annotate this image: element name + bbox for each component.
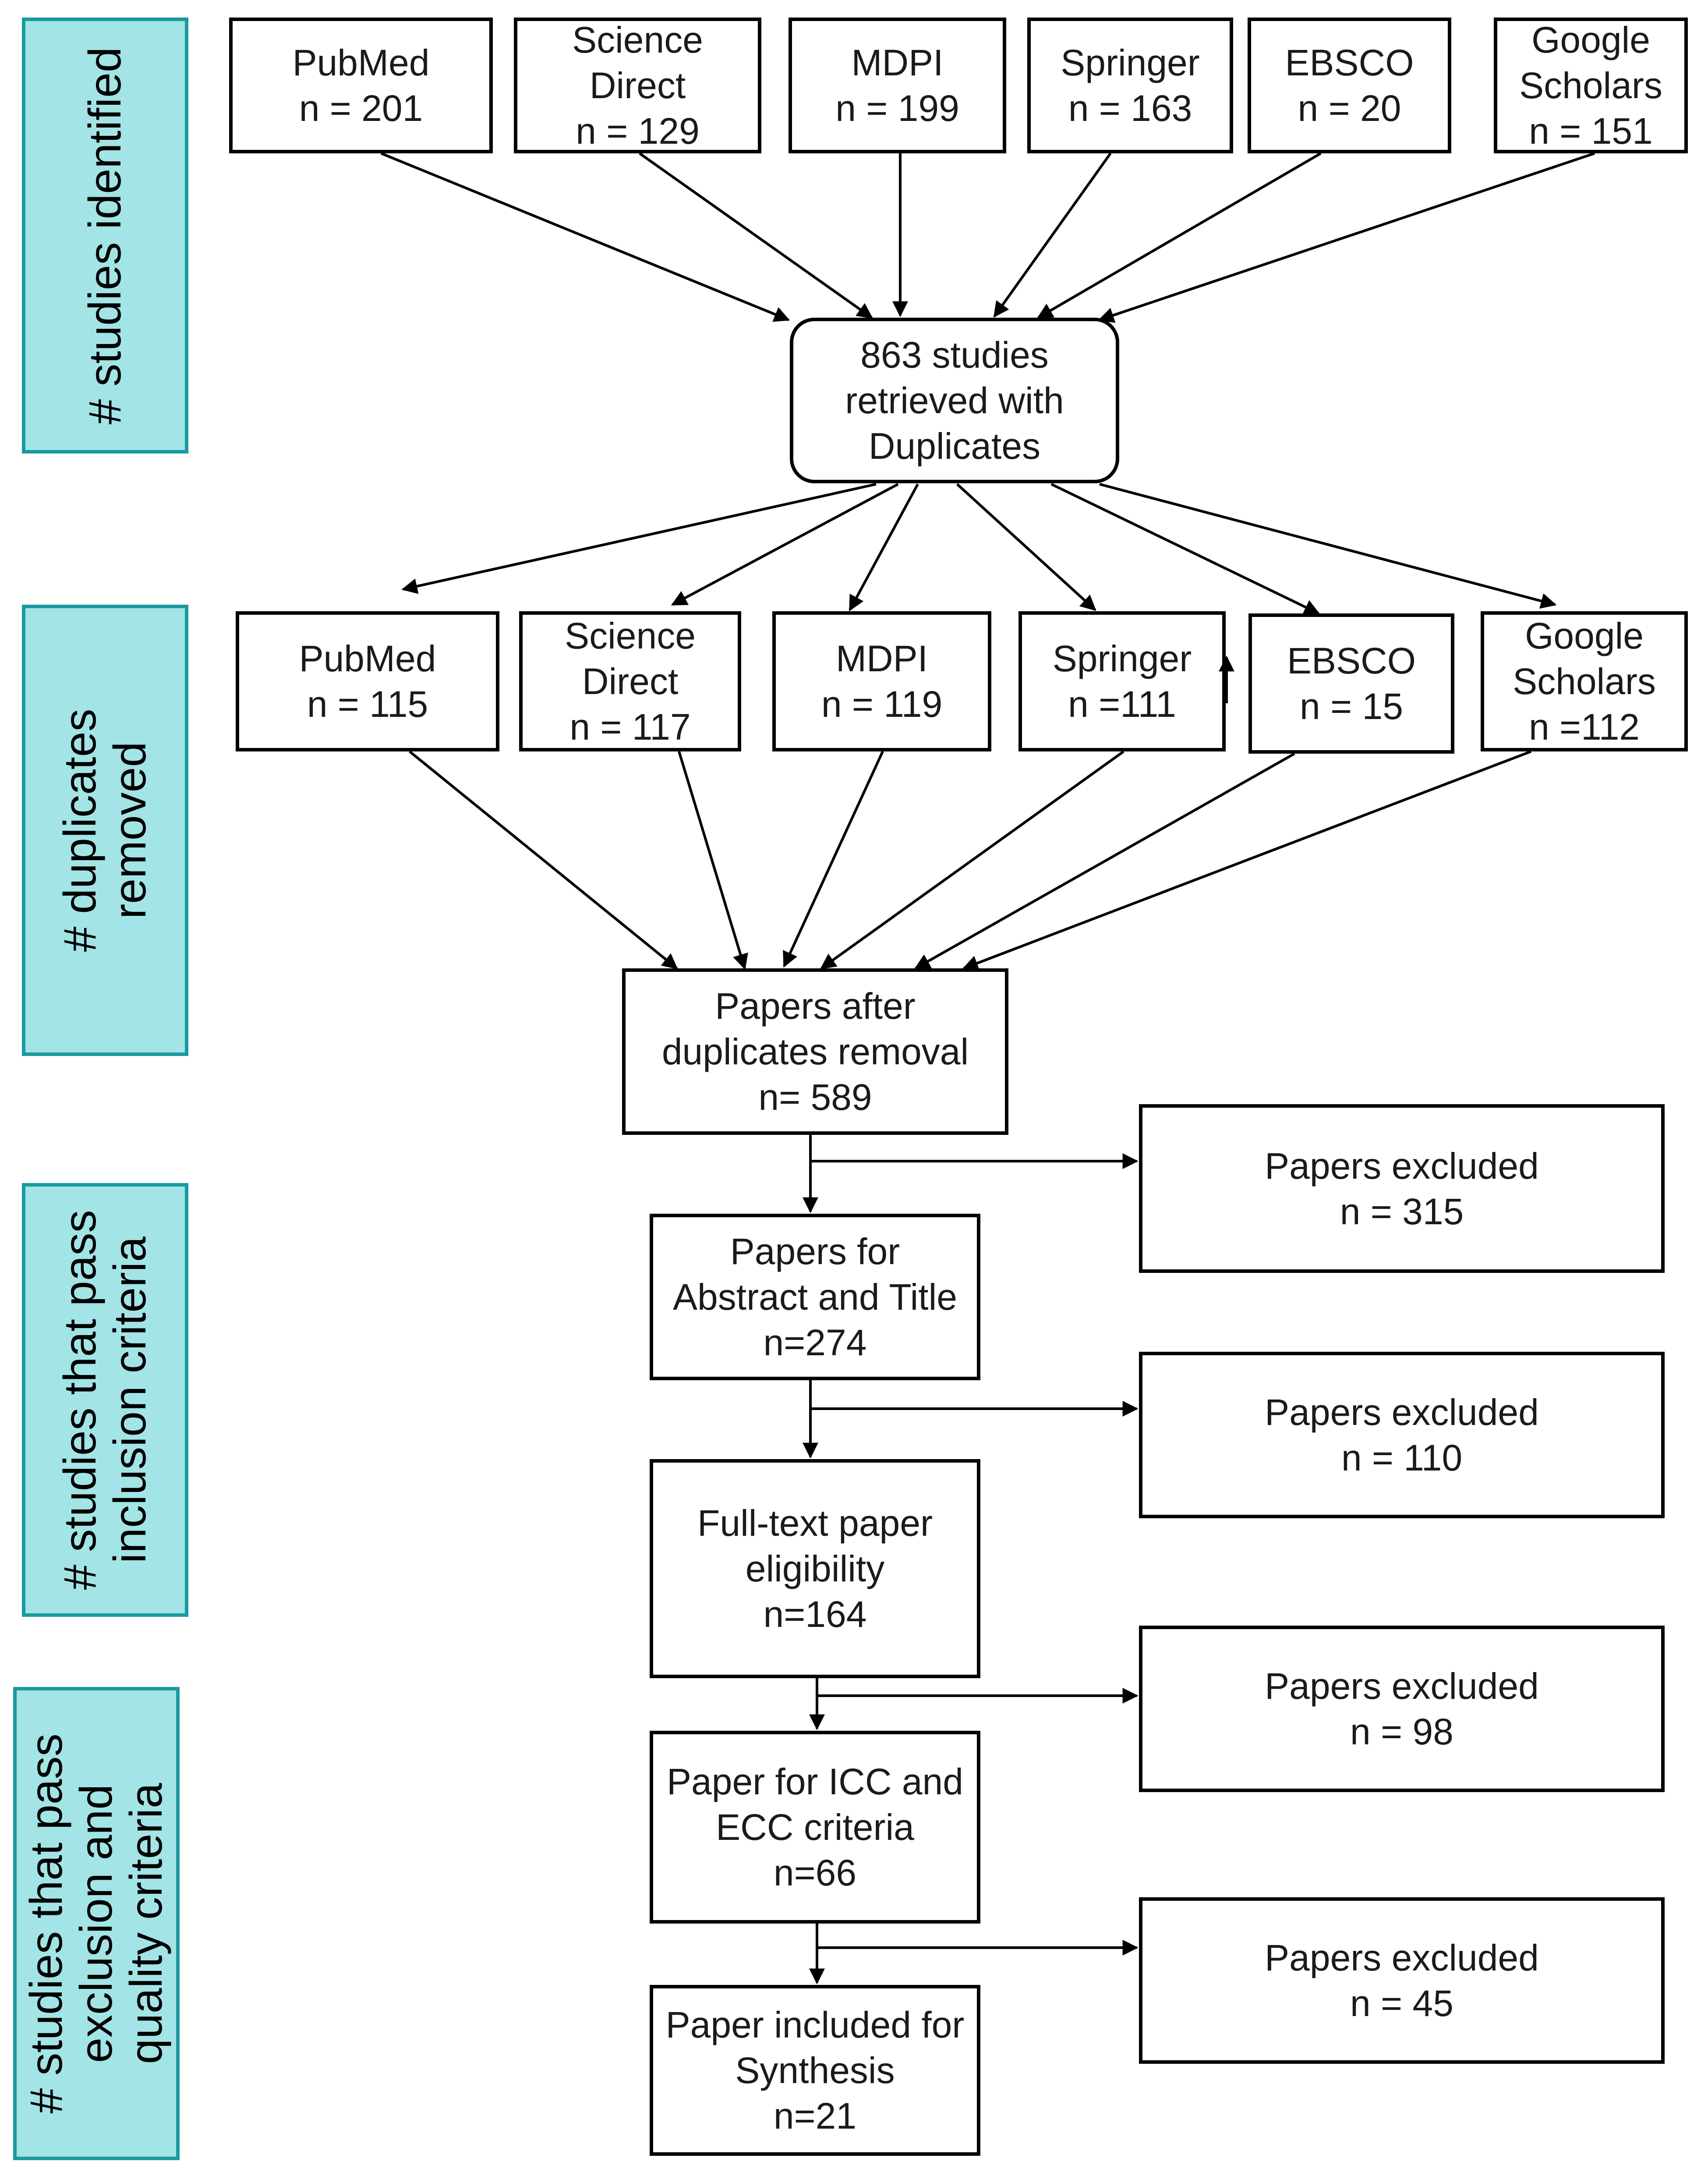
source-name: Direct (582, 661, 679, 702)
excluded-count: n = 98 (1350, 1711, 1453, 1752)
phase-exclusion-quality-criteria: # studies that pass exclusion and qualit… (13, 1687, 180, 2160)
source-name: Scholars (1519, 65, 1662, 106)
source-name: EBSCO (1287, 640, 1416, 681)
box-text-line: n=274 (763, 1322, 867, 1363)
arrow-ebsco-dedup-to-after (914, 752, 1295, 970)
box-text-line: Abstract and Title (673, 1276, 957, 1318)
source-name: PubMed (292, 42, 430, 83)
papers-after-dedup-box: Papers after duplicates removal n= 589 (622, 968, 1008, 1135)
source-box-mdpi-identified: MDPI n = 199 (789, 18, 1006, 153)
papers-excluded-box-1: Papers excluded n = 315 (1139, 1104, 1665, 1273)
papers-excluded-box-4: Papers excluded n = 45 (1139, 1897, 1665, 2064)
abstract-title-screening-box: Papers for Abstract and Title n=274 (650, 1214, 980, 1380)
papers-excluded-box-3: Papers excluded n = 98 (1139, 1626, 1665, 1792)
box-text-line: n= 589 (758, 1077, 872, 1118)
arrow-pubmed-to-retrieved (380, 152, 790, 322)
source-name: Google (1531, 19, 1650, 60)
box-text-line: duplicates removal (661, 1031, 969, 1072)
source-name: PubMed (299, 638, 436, 679)
source-box-ebsco-identified: EBSCO n = 20 (1248, 18, 1451, 153)
source-box-googlescholar-dedup: Google Scholars n =112 (1481, 611, 1688, 751)
arrow-retrieved-to-sciencedirect-dedup (671, 483, 899, 606)
source-count: n = 119 (821, 684, 943, 725)
excluded-count: n = 110 (1341, 1437, 1463, 1478)
source-box-springer-dedup: Springer n =111 (1018, 611, 1226, 751)
arrow-retrieved-to-springer-dedup (956, 483, 1096, 611)
arrow-springer-dedup-to-after (820, 750, 1125, 970)
source-count: n = 163 (1068, 88, 1192, 129)
box-text-line: retrieved with (845, 380, 1064, 421)
arrow-mdpi-dedup-to-after (783, 751, 884, 968)
arrow-pubmed-dedup-to-after (409, 750, 678, 970)
arrow-sciencedirect-dedup-to-after (678, 751, 748, 970)
included-for-synthesis-box: Paper included for Synthesis n=21 (650, 1985, 980, 2156)
arrow-googlescholar-dedup-to-after (962, 750, 1532, 971)
box-text-line: Papers for (730, 1231, 900, 1272)
arrow-retrieved-to-mdpi-dedup (849, 483, 919, 612)
box-text-line: Synthesis (735, 2050, 895, 2091)
source-count: n = 199 (835, 88, 959, 129)
box-text-line: Paper for ICC and (666, 1761, 963, 1802)
phase-inclusion-criteria: # studies that pass inclusion criteria (22, 1183, 188, 1617)
excluded-count: n = 315 (1340, 1191, 1464, 1232)
source-box-ebsco-dedup: EBSCO n = 15 (1248, 613, 1454, 754)
arrow-sciencedirect-to-retrieved (639, 152, 873, 319)
source-count: n = 15 (1300, 686, 1403, 727)
source-count: n = 115 (307, 684, 428, 725)
source-name: EBSCO (1285, 42, 1414, 83)
papers-excluded-box-2: Papers excluded n = 110 (1139, 1352, 1665, 1518)
phase-studies-identified: # studies identified (22, 18, 188, 454)
box-text-line: n=164 (763, 1594, 867, 1635)
source-count: n =112 (1528, 706, 1640, 748)
excluded-label: Papers excluded (1265, 1937, 1539, 1978)
excluded-count: n = 45 (1350, 1983, 1453, 2024)
icc-ecc-criteria-box: Paper for ICC and ECC criteria n=66 (650, 1731, 980, 1924)
source-count: n = 129 (576, 110, 700, 152)
excluded-label: Papers excluded (1265, 1145, 1539, 1187)
source-count: n = 201 (299, 88, 423, 129)
source-box-sciencedirect-identified: Science Direct n = 129 (514, 18, 761, 153)
box-text-line: 863 studies (860, 334, 1049, 376)
source-name: Springer (1061, 42, 1200, 83)
source-name: Scholars (1513, 661, 1656, 702)
source-name: Science (572, 19, 703, 60)
box-text-line: n=21 (773, 2095, 857, 2137)
excluded-label: Papers excluded (1265, 1392, 1539, 1433)
source-box-mdpi-dedup: MDPI n = 119 (772, 611, 991, 751)
box-text-line: Papers after (715, 985, 916, 1027)
arrow-retrieved-to-pubmed-dedup (401, 483, 877, 594)
source-count: n = 20 (1298, 88, 1401, 129)
source-count: n = 151 (1529, 110, 1653, 152)
box-text-line: Duplicates (868, 425, 1041, 467)
arrow-retrieved-to-ebsco-dedup (1050, 483, 1320, 615)
arrow-retrieved-to-googlescholar-dedup (1099, 483, 1557, 609)
arrow-ebsco-to-retrieved (1036, 152, 1322, 319)
source-name: Google (1525, 615, 1644, 656)
arrow-springer-to-retrieved (993, 152, 1112, 318)
box-text-line: ECC criteria (716, 1807, 914, 1848)
box-text-line: n=66 (773, 1852, 857, 1893)
fulltext-eligibility-box: Full-text paper eligibility n=164 (650, 1459, 980, 1678)
box-text-line: Paper included for (665, 2004, 965, 2045)
excluded-label: Papers excluded (1265, 1665, 1539, 1707)
source-name: MDPI (851, 42, 944, 83)
source-box-googlescholar-identified: Google Scholars n = 151 (1494, 18, 1688, 153)
source-box-sciencedirect-dedup: Science Direct n = 117 (519, 611, 741, 751)
source-name: Direct (589, 65, 686, 106)
source-count: n = 117 (569, 706, 691, 748)
source-count: n =111 (1068, 684, 1176, 725)
box-text-line: eligibility (745, 1548, 885, 1589)
source-box-pubmed-dedup: PubMed n = 115 (236, 611, 499, 751)
source-box-pubmed-identified: PubMed n = 201 (229, 18, 493, 153)
arrow-googlescholar-to-retrieved (1098, 152, 1595, 323)
source-name: MDPI (836, 638, 928, 679)
source-name: Science (565, 615, 696, 656)
retrieved-with-duplicates-box: 863 studies retrieved with Duplicates (790, 318, 1119, 483)
source-box-springer-identified: Springer n = 163 (1027, 18, 1233, 153)
phase-duplicates-removed: # duplicates removed (22, 605, 188, 1056)
box-text-line: Full-text paper (697, 1502, 933, 1544)
source-name: Springer (1052, 638, 1192, 679)
